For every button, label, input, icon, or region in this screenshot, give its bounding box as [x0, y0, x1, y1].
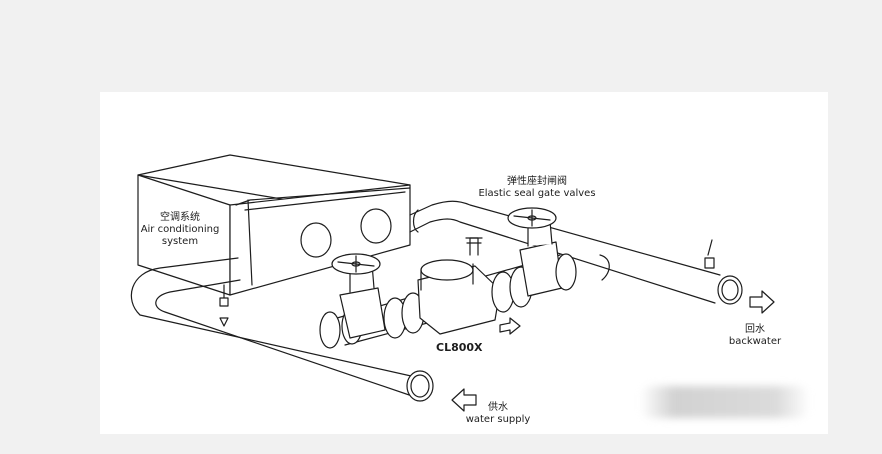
sensor-right — [704, 239, 715, 269]
flow-arrow-backwater — [749, 290, 775, 314]
return-pipe — [409, 200, 743, 305]
supply-label-zh: 供水 — [488, 402, 508, 413]
sensor-left — [219, 284, 229, 327]
ac-label-en-2: system — [161, 236, 199, 247]
valve-label-en: Elastic seal gate valves — [478, 188, 596, 199]
watermark-blur — [640, 386, 810, 418]
ac-label-zh: 空调系统 — [160, 212, 200, 223]
flow-arrow-supply — [451, 388, 477, 412]
flow-arrow-middle — [499, 317, 521, 335]
supply-pipe — [130, 257, 434, 402]
backwater-label-zh: 回水 — [745, 324, 765, 335]
model-label: CL800X — [436, 341, 483, 354]
air-conditioning-unit — [137, 154, 411, 296]
ac-label-en-1: Air conditioning — [140, 224, 220, 235]
valve-assembly — [319, 207, 577, 349]
backwater-label-en: backwater — [728, 336, 782, 347]
valve-label-zh: 弹性座封闸阀 — [507, 176, 567, 187]
supply-label-en: water supply — [465, 414, 531, 425]
